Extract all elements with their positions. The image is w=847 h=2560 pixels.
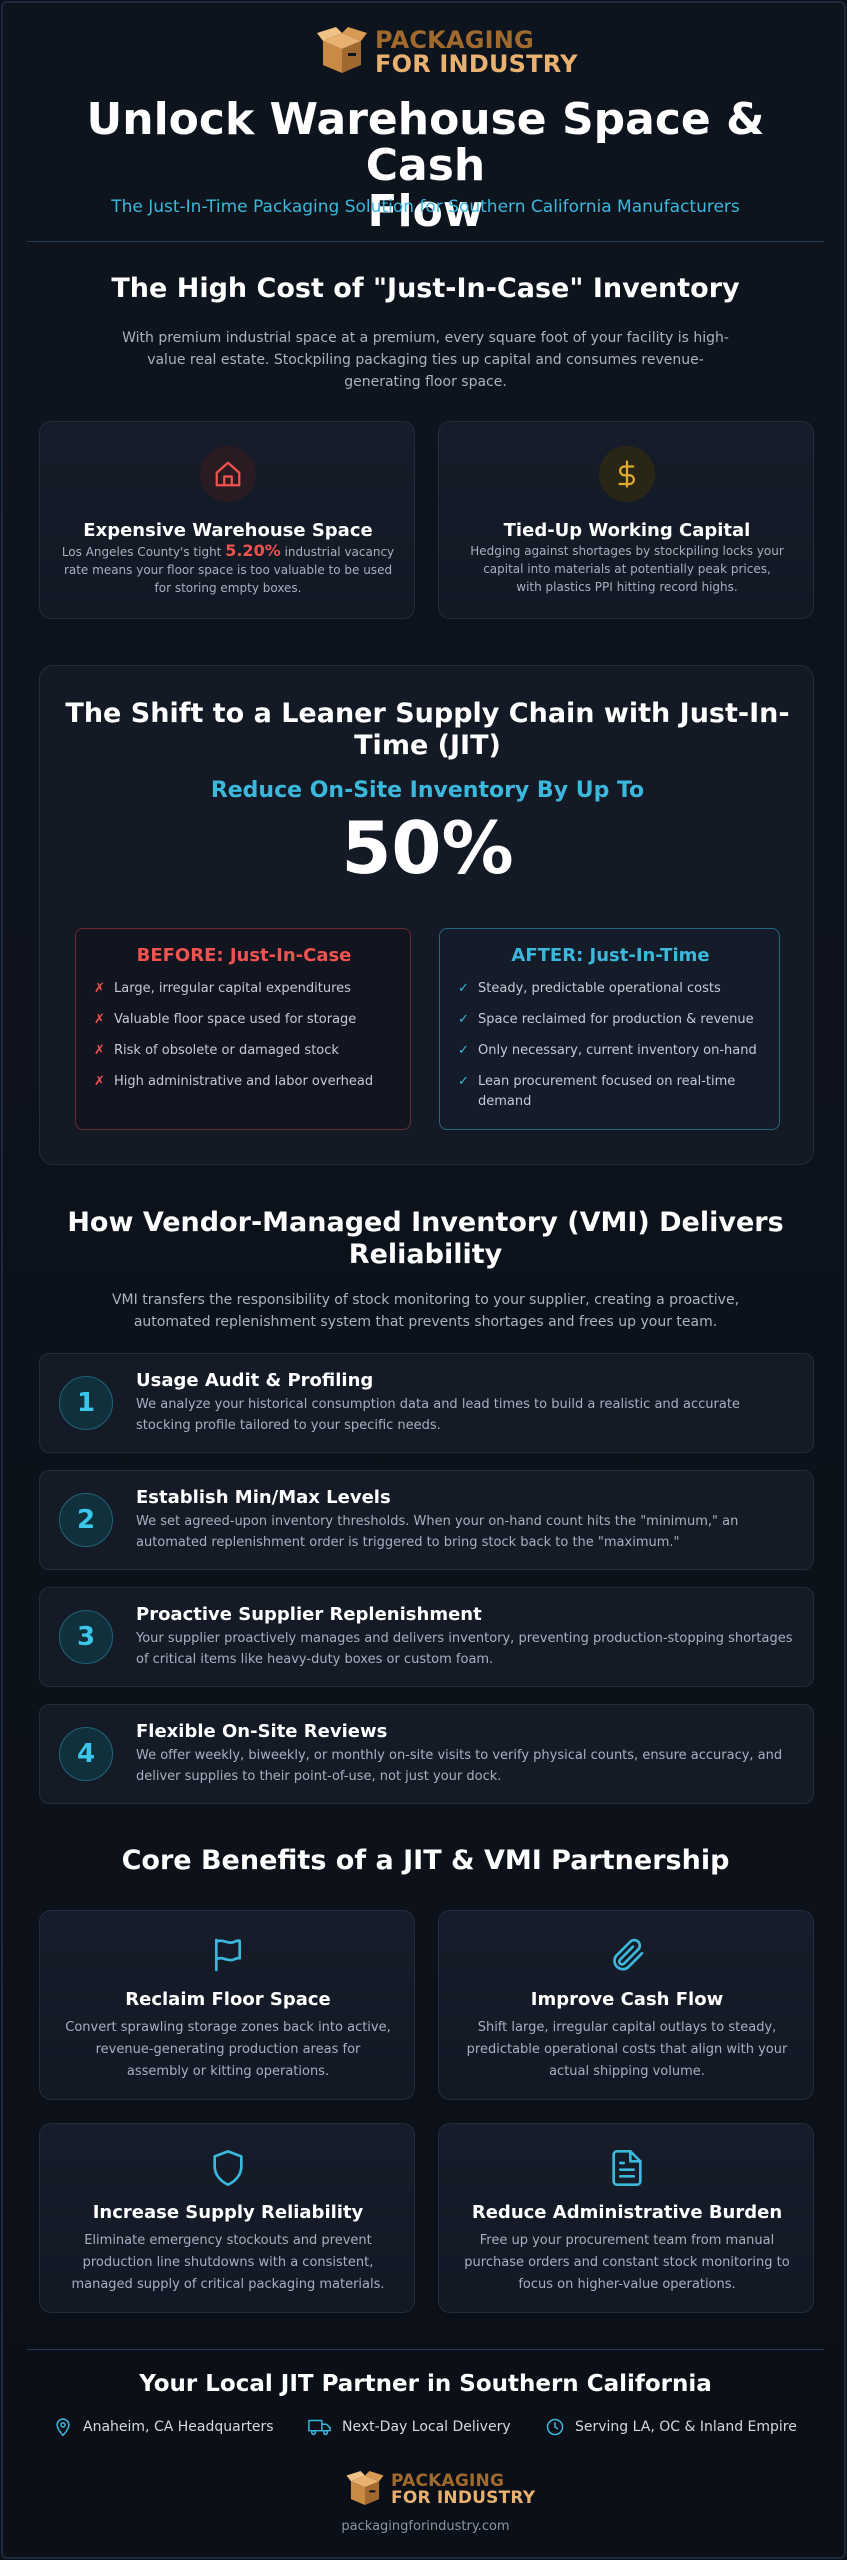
benefit-text: Shift large, irregular capital outlays t… — [466, 2020, 788, 2079]
step-title: Establish Min/Max Levels — [136, 1487, 391, 1508]
house-icon — [215, 461, 241, 487]
logo-line1: PACKAGING — [375, 26, 534, 54]
vmi-step: 3 Proactive Supplier Replenishment Your … — [39, 1587, 814, 1687]
list-item: ✓Only necessary, current inventory on-ha… — [458, 1041, 763, 1061]
logo-line1: PACKAGING — [391, 2470, 505, 2491]
list-item: ✗Risk of obsolete or damaged stock — [94, 1041, 394, 1061]
list-item: ✓Space reclaimed for production & revenu… — [458, 1010, 763, 1030]
footer-logo[interactable]: PACKAGING FOR INDUSTRY — [345, 2471, 535, 2508]
step-number: 4 — [59, 1727, 113, 1781]
x-mark-icon: ✗ — [94, 1043, 105, 1058]
step-text: Your supplier proactively manages and de… — [136, 1631, 793, 1667]
step-number: 2 — [59, 1493, 113, 1547]
footer-item-location: Anaheim, CA Headquarters — [53, 2417, 274, 2437]
after-box: AFTER: Just-In-Time ✓Steady, predictable… — [439, 928, 780, 1130]
benefit-title: Increase Supply Reliability — [92, 2202, 364, 2223]
benefit-card: Increase Supply Reliability Eliminate em… — [39, 2123, 415, 2313]
footer-item-service-area: Serving LA, OC & Inland Empire — [545, 2417, 797, 2437]
list-item: ✓Steady, predictable operational costs — [458, 979, 763, 999]
check-icon: ✓ — [458, 1074, 469, 1089]
benefit-title: Reduce Administrative Burden — [471, 2202, 783, 2223]
after-list: ✓Steady, predictable operational costs ✓… — [458, 979, 763, 1112]
step-number: 3 — [59, 1610, 113, 1664]
after-title: AFTER: Just-In-Time — [511, 945, 710, 966]
benefits-section-title: Core Benefits of a JIT & VMI Partnership — [121, 1845, 730, 1876]
cost-card-capital: Tied-Up Working Capital Hedging against … — [438, 421, 814, 619]
vmi-step: 1 Usage Audit & Profiling We analyze you… — [39, 1353, 814, 1453]
step-title: Flexible On-Site Reviews — [136, 1721, 388, 1742]
logo-line2: FOR INDUSTRY — [375, 50, 578, 78]
cost-card-text: Los Angeles County's tight 5.20% industr… — [61, 541, 395, 596]
check-icon: ✓ — [458, 1043, 469, 1058]
cost-intro: With premium industrial space at a premi… — [122, 330, 729, 390]
before-title: BEFORE: Just-In-Case — [136, 945, 352, 966]
location-pin-icon — [56, 2418, 70, 2437]
cost-section-title: The High Cost of "Just-In-Case" Inventor… — [111, 273, 740, 304]
cost-card-title: Expensive Warehouse Space — [83, 520, 373, 541]
paperclip-icon — [613, 1938, 644, 1971]
clock-icon — [546, 2418, 564, 2436]
cost-card-text: Hedging against shortages by stockpiling… — [470, 544, 784, 594]
jit-title: The Shift to a Leaner Supply Chain with … — [65, 698, 790, 761]
cost-card-warehouse: Expensive Warehouse Space Los Angeles Co… — [39, 421, 415, 619]
header-logo[interactable]: PACKAGING FOR INDUSTRY — [315, 27, 578, 77]
box-logo-icon — [317, 27, 367, 73]
step-text: We offer weekly, biweekly, or monthly on… — [136, 1748, 783, 1784]
vmi-intro: VMI transfers the responsibility of stoc… — [111, 1292, 740, 1330]
benefit-card: Improve Cash Flow Shift large, irregular… — [438, 1910, 814, 2100]
step-number: 1 — [59, 1376, 113, 1430]
x-mark-icon: ✗ — [94, 1012, 105, 1027]
dollar-icon-circle — [599, 446, 655, 502]
vmi-section-title: How Vendor-Managed Inventory (VMI) Deliv… — [67, 1207, 784, 1270]
footer-item-delivery: Next-Day Local Delivery — [308, 2417, 511, 2437]
list-item: ✗High administrative and labor overhead — [94, 1072, 394, 1092]
step-text: We analyze your historical consumption d… — [136, 1397, 740, 1433]
logo-line2: FOR INDUSTRY — [391, 2487, 536, 2508]
reduce-percent: 50% — [341, 806, 514, 890]
benefit-card: Reclaim Floor Space Convert sprawling st… — [39, 1910, 415, 2100]
check-icon: ✓ — [458, 981, 469, 996]
benefit-title: Improve Cash Flow — [530, 1989, 724, 2010]
step-text: We set agreed-upon inventory thresholds.… — [136, 1514, 739, 1550]
before-box: BEFORE: Just-In-Case ✗Large, irregular c… — [75, 928, 411, 1130]
title-line2: Flow — [367, 186, 484, 237]
cost-card-title: Tied-Up Working Capital — [503, 520, 751, 541]
page-title: Unlock Warehouse Space & Cash Flow — [23, 97, 828, 235]
list-item: ✗Valuable floor space used for storage — [94, 1010, 394, 1030]
house-icon-circle — [200, 446, 256, 502]
benefit-text: Free up your procurement team from manua… — [464, 2233, 790, 2292]
footer-title: Your Local JIT Partner in Southern Calif… — [139, 2371, 712, 2397]
footer-divider — [27, 2349, 824, 2350]
check-icon: ✓ — [458, 1012, 469, 1027]
benefit-text: Convert sprawling storage zones back int… — [65, 2020, 391, 2079]
step-title: Proactive Supplier Replenishment — [136, 1604, 482, 1625]
list-item: ✓Lean procurement focused on real-time d… — [458, 1072, 763, 1112]
vacancy-rate-highlight: 5.20% — [225, 541, 281, 560]
dollar-icon — [618, 460, 635, 488]
x-mark-icon: ✗ — [94, 981, 105, 996]
reduce-label: Reduce On-Site Inventory By Up To — [210, 778, 645, 803]
list-item: ✗Large, irregular capital expenditures — [94, 979, 394, 999]
jit-panel: The Shift to a Leaner Supply Chain with … — [39, 665, 814, 1165]
header-divider — [27, 241, 824, 242]
document-icon — [612, 2150, 642, 2186]
page-subtitle: The Just-In-Time Packaging Solution for … — [111, 197, 740, 217]
flag-icon — [215, 1938, 241, 1972]
benefit-text: Eliminate emergency stockouts and preven… — [71, 2233, 385, 2292]
step-title: Usage Audit & Profiling — [136, 1370, 374, 1391]
vmi-step: 4 Flexible On-Site Reviews We offer week… — [39, 1704, 814, 1804]
x-mark-icon: ✗ — [94, 1074, 105, 1089]
shield-icon — [213, 2150, 243, 2186]
box-logo-icon — [346, 2471, 384, 2506]
vmi-step: 2 Establish Min/Max Levels We set agreed… — [39, 1470, 814, 1570]
title-line1: Unlock Warehouse Space & Cash — [86, 94, 765, 191]
before-list: ✗Large, irregular capital expenditures ✗… — [94, 979, 394, 1092]
benefit-title: Reclaim Floor Space — [125, 1989, 331, 2010]
footer-url[interactable]: packagingforindustry.com — [341, 2519, 510, 2534]
truck-icon — [308, 2419, 331, 2436]
benefit-card: Reduce Administrative Burden Free up you… — [438, 2123, 814, 2313]
